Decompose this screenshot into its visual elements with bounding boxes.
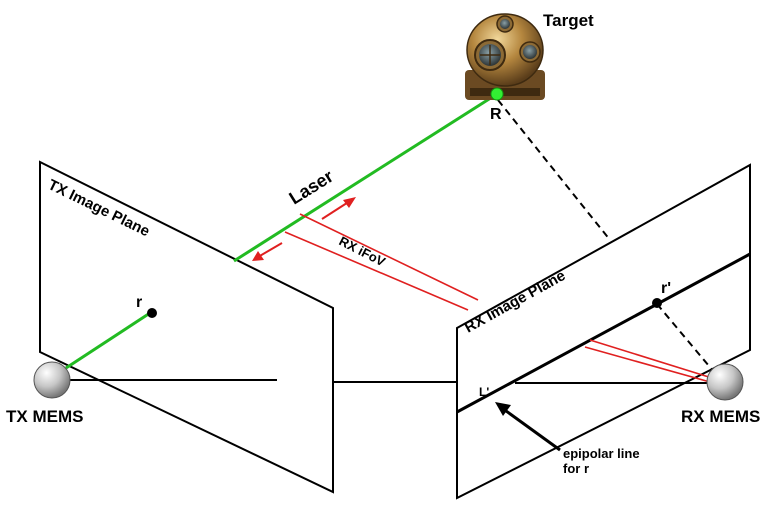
tx-image-plane	[39, 160, 334, 494]
epipolar-label-line1: epipolar line	[563, 446, 640, 461]
rx-ifov-inner-upper	[589, 339, 713, 379]
rx-ifov-line-lower	[284, 231, 469, 311]
tx-mems-label: TX MEMS	[6, 407, 83, 426]
point-L-prime-label: L'	[479, 385, 489, 399]
rx-ifov-inner-lower	[584, 346, 711, 383]
point-r-dot	[147, 308, 157, 318]
laser-beam	[233, 92, 498, 263]
point-r-label: r	[136, 294, 142, 311]
rx-ifov-line-upper	[299, 213, 479, 301]
epipolar-line	[456, 252, 751, 414]
point-r-prime-dot	[652, 298, 662, 308]
tx-mems-sphere-icon	[33, 361, 71, 399]
ifov-arrow-up	[321, 197, 356, 220]
rx-mems-label: RX MEMS	[681, 407, 760, 426]
epipolar-pointer-arrow	[495, 402, 561, 452]
dashed-ray-rprime-to-mems	[656, 303, 715, 373]
ifov-arrow-down	[252, 242, 283, 261]
rx-ifov-label: RX iFoV	[337, 233, 389, 269]
point-R-dot	[490, 87, 504, 101]
rx-mems-sphere-icon	[706, 363, 744, 401]
tx-ray-to-r	[65, 311, 151, 370]
dashed-ray-target-to-rx	[497, 99, 611, 241]
diving-helmet-icon	[465, 13, 545, 100]
epipolar-label-line2: for r	[563, 461, 589, 476]
point-r-prime-label: r'	[661, 280, 671, 297]
target-label: Target	[543, 11, 594, 30]
point-R-label: R	[490, 106, 502, 123]
